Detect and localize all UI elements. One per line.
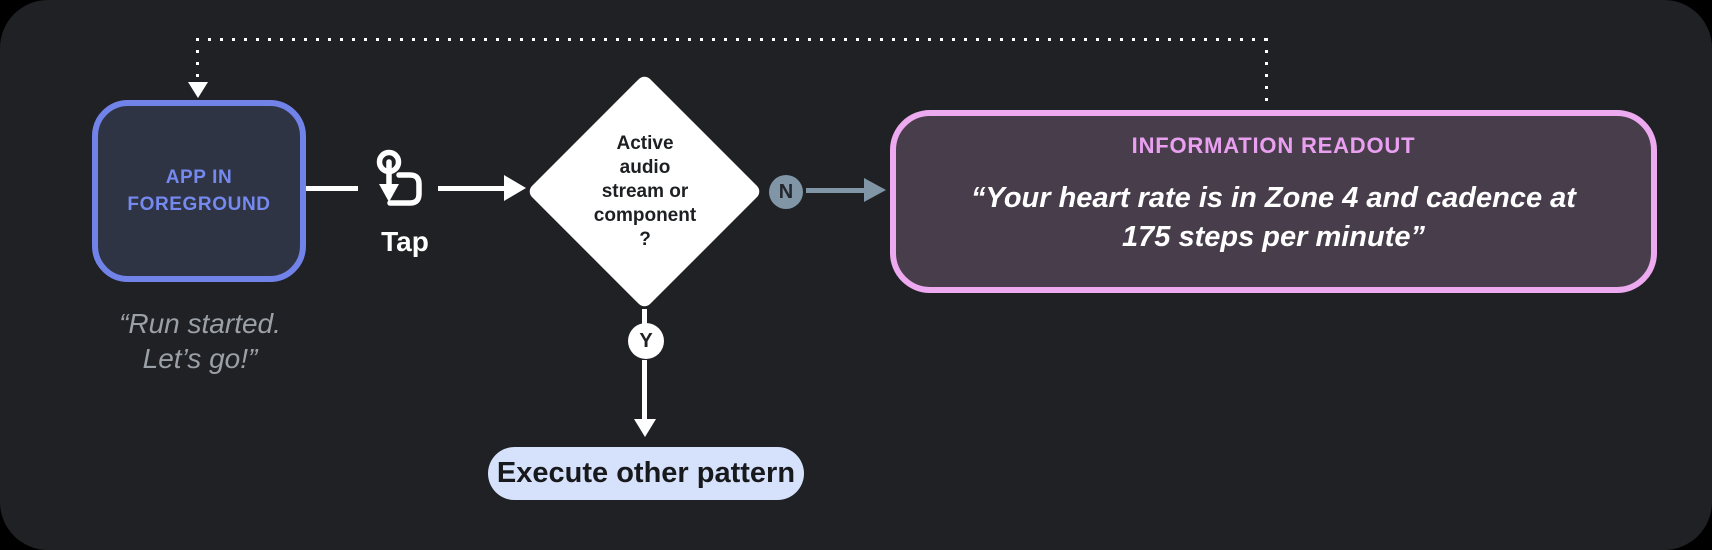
execute-other-pattern-node: Execute other pattern	[488, 447, 804, 500]
decision-line1: Active	[616, 133, 674, 154]
feedback-loop-left-segment	[196, 38, 199, 84]
readout-quote: “Your heart rate is in Zone 4 and cadenc…	[896, 179, 1651, 257]
information-readout-node: INFORMATION READOUT “Your heart rate is …	[890, 110, 1657, 293]
arrowhead-to-execute-icon	[634, 419, 656, 437]
tap-label: Tap	[381, 226, 429, 257]
connector-decision-to-readout	[806, 188, 864, 193]
decision-line3: stream or	[601, 181, 689, 202]
run-started-caption: “Run started. Let’s go!”	[50, 306, 350, 376]
arrowhead-to-readout-icon	[864, 178, 886, 202]
app-in-foreground-node: APP IN FOREGROUND	[92, 100, 306, 282]
caption-line1: “Run started.	[119, 308, 281, 339]
connector-app-to-tap	[306, 186, 358, 191]
feedback-loop-arrowhead-icon	[188, 82, 208, 98]
tap-gesture-icon	[376, 149, 422, 206]
readout-quote-line1: “Your heart rate is in Zone 4 and cadenc…	[971, 182, 1576, 214]
connector-decision-to-yes-badge	[642, 309, 647, 324]
decision-line5: ?	[639, 229, 651, 250]
feedback-loop-right-segment	[1265, 38, 1268, 108]
readout-quote-line2: 175 steps per minute”	[1122, 221, 1425, 253]
decision-label: Active audio stream or component ?	[545, 132, 745, 252]
feedback-loop-top-segment	[196, 38, 1268, 41]
decision-line2: audio	[619, 157, 671, 178]
execute-label: Execute other pattern	[496, 457, 796, 489]
connector-yes-to-execute	[642, 360, 647, 420]
arrowhead-to-decision-icon	[504, 175, 526, 201]
app-node-label-line2: FOREGROUND	[127, 194, 271, 215]
app-node-label-line1: APP IN	[165, 167, 233, 188]
yes-branch-badge: Y	[628, 323, 664, 359]
decision-line4: component	[593, 205, 697, 226]
connector-tap-to-decision	[438, 186, 504, 191]
no-branch-badge: N	[769, 175, 803, 209]
readout-title: INFORMATION READOUT	[1131, 133, 1416, 158]
caption-line2: Let’s go!”	[142, 343, 258, 374]
